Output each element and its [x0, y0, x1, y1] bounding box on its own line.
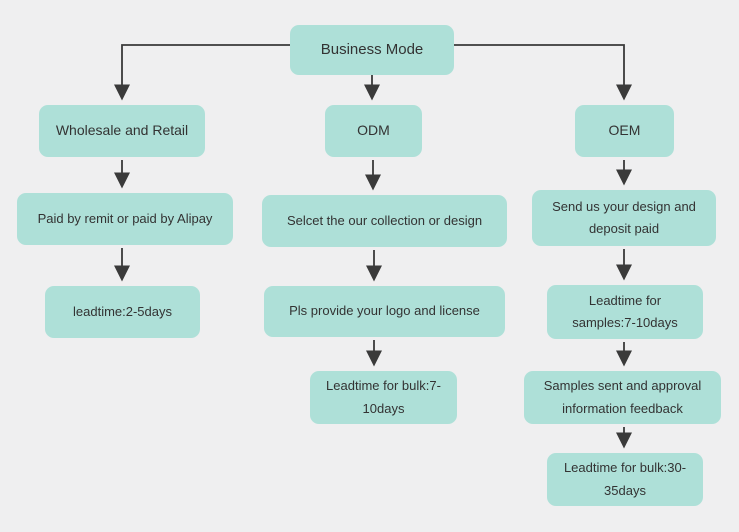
- node-select-collection: Selcet the our collection or design: [262, 195, 507, 247]
- node-leadtime-samples-7-10-days: Leadtime for samples:7-10days: [547, 285, 703, 339]
- node-oem: OEM: [575, 105, 674, 157]
- node-business-mode: Business Mode: [290, 25, 454, 75]
- arrow-root-to-oem: [454, 44, 633, 101]
- node-odm: ODM: [325, 105, 422, 157]
- arrow-root-to-wholesale: [113, 44, 290, 101]
- node-leadtime-bulk-7-10-days: Leadtime for bulk:7-10days: [310, 371, 457, 424]
- node-provide-logo-license: Pls provide your logo and license: [264, 286, 505, 337]
- node-paid-by-remit: Paid by remit or paid by Alipay: [17, 193, 233, 245]
- node-samples-sent-feedback: Samples sent and approval information fe…: [524, 371, 721, 424]
- node-leadtime-2-5-days: leadtime:2-5days: [45, 286, 200, 338]
- node-send-design-deposit: Send us your design and deposit paid: [532, 190, 716, 246]
- node-wholesale-retail: Wholesale and Retail: [39, 105, 205, 157]
- node-leadtime-bulk-30-35-days: Leadtime for bulk:30-35days: [547, 453, 703, 506]
